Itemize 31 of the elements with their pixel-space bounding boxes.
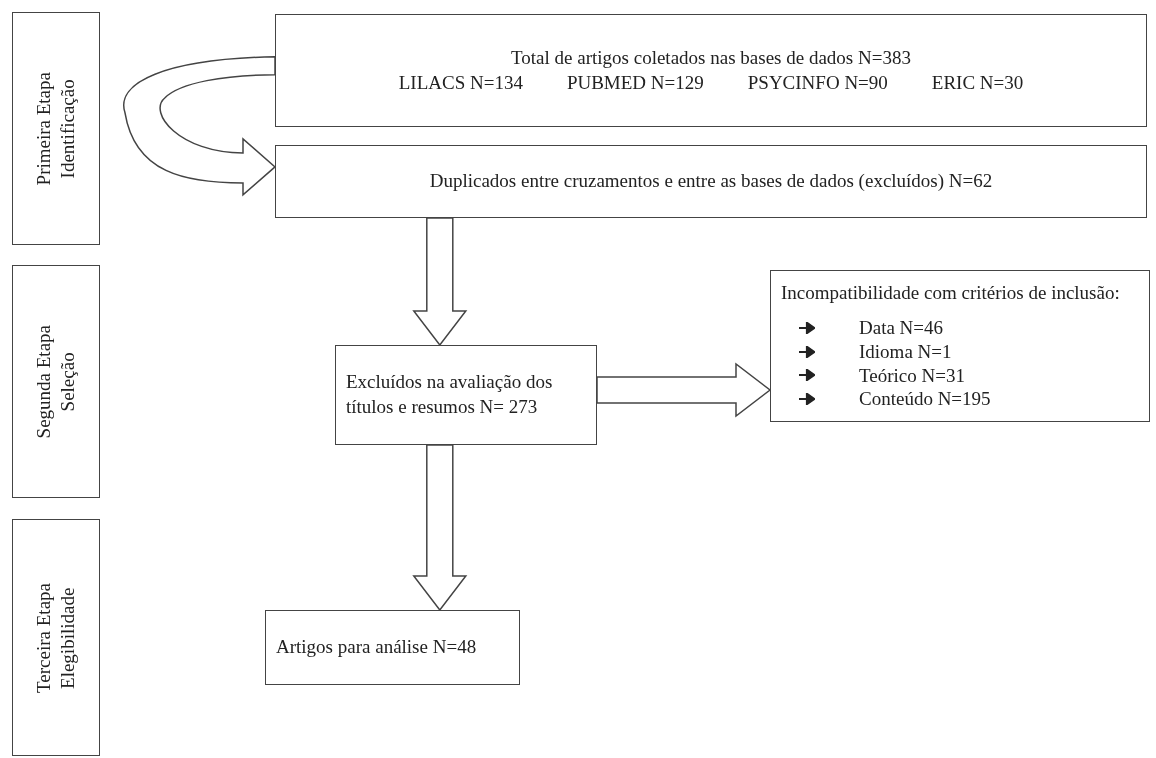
stage-label: Seleção: [56, 350, 79, 414]
stage-label: Identificação: [56, 77, 79, 181]
stage-box: [12, 12, 100, 245]
box-text: Artigos para análise N=48: [276, 635, 477, 660]
process-box: [770, 270, 1150, 422]
database-count: PSYCINFO N=90: [747, 70, 888, 95]
process-box: [275, 14, 1147, 127]
hollow-arrow: [412, 217, 468, 347]
hollow-arrow: [412, 444, 468, 612]
process-box: [275, 145, 1147, 218]
criterion-text: Idioma N=1: [859, 339, 952, 364]
box-text: Duplicados entre cruzamentos e entre as bases de dados (excluídos) N=62: [429, 169, 993, 194]
process-box: [265, 610, 520, 685]
stage-label: Primeira Etapa: [32, 71, 56, 186]
criterion-text: Data N=46: [859, 316, 944, 340]
database-count: LILACS N=134: [398, 70, 523, 95]
hollow-arrow: [596, 362, 772, 418]
hollow-arrow: [123, 56, 276, 196]
box-text: Excluídos na avaliação dos títulos e resumos N= 273: [346, 370, 554, 419]
database-count: PUBMED N=129: [566, 70, 704, 95]
database-count: ERIC N=30: [931, 70, 1024, 95]
stage-box: [12, 519, 100, 756]
process-box: [335, 345, 597, 445]
box-text: Total de artigos coletados nas bases de dados N=383: [511, 45, 911, 70]
stage-box: [12, 265, 100, 498]
box-heading: Incompatibilidade com critérios de inclusão:: [781, 281, 1120, 305]
criterion-text: Teórico N=31: [859, 363, 965, 388]
stage-label: Elegibilidade: [56, 585, 79, 691]
stage-label: Terceira Etapa: [32, 582, 56, 693]
stage-label: Segunda Etapa: [32, 324, 56, 439]
criterion-text: Conteúdo N=195: [859, 387, 991, 411]
